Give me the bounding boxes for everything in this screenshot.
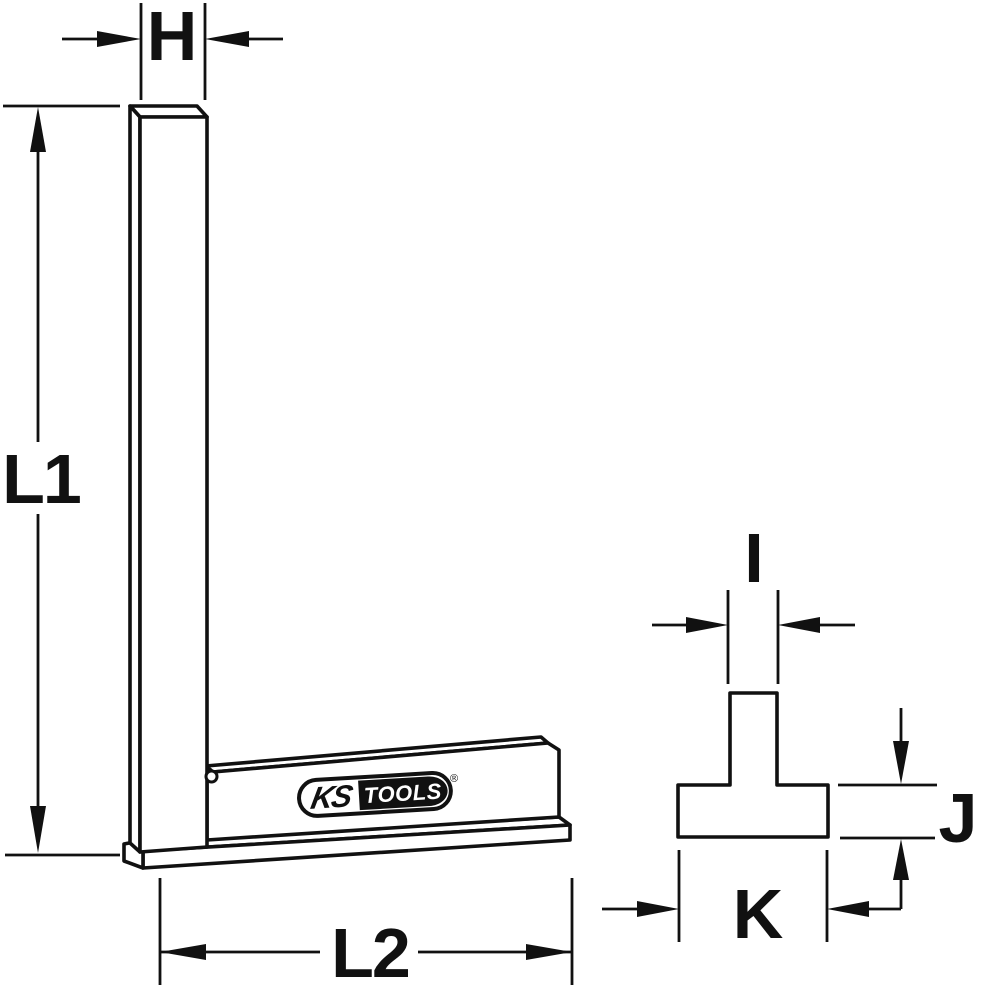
arrowhead-left-icon xyxy=(827,901,869,917)
corner-relief-hole xyxy=(204,769,219,784)
arrowhead-right-icon xyxy=(686,617,728,633)
dimension-j: J xyxy=(838,708,977,909)
arrowhead-left-icon xyxy=(205,31,249,47)
arrowhead-left-icon xyxy=(160,944,206,960)
dimension-i: I xyxy=(652,519,855,684)
arrowhead-right-icon xyxy=(97,31,141,47)
arrowhead-right-icon xyxy=(526,944,572,960)
arrowhead-down-icon xyxy=(30,806,46,853)
blade-front-face xyxy=(138,115,209,854)
logo-tools-text: TOOLS xyxy=(363,779,442,809)
ks-tools-logo: KS TOOLS ® xyxy=(297,771,459,818)
stock-cross-section xyxy=(676,691,830,839)
arrowhead-up-icon xyxy=(893,839,909,880)
logo-tools-box xyxy=(358,776,448,811)
dimension-k: K xyxy=(602,850,901,953)
logo-ks-script-text: KS xyxy=(308,778,356,815)
dimension-h: H xyxy=(62,0,283,100)
try-square-drawing: KS TOOLS ® xyxy=(122,104,572,870)
dimension-l2-label: L2 xyxy=(331,914,409,992)
dimension-i-label: I xyxy=(744,519,761,597)
dimension-k-label: K xyxy=(733,875,783,953)
dimension-l1: L1 xyxy=(2,104,120,857)
arrowhead-left-icon xyxy=(778,617,820,633)
arrowhead-right-icon xyxy=(637,901,679,917)
dimension-l2: L2 xyxy=(158,878,574,992)
arrowhead-up-icon xyxy=(30,107,46,152)
arrowhead-down-icon xyxy=(893,741,909,784)
logo-registered-mark: ® xyxy=(450,773,459,785)
dimension-l1-label: L1 xyxy=(2,440,80,518)
dimension-h-label: H xyxy=(147,0,196,75)
dimension-j-label: J xyxy=(939,779,976,857)
